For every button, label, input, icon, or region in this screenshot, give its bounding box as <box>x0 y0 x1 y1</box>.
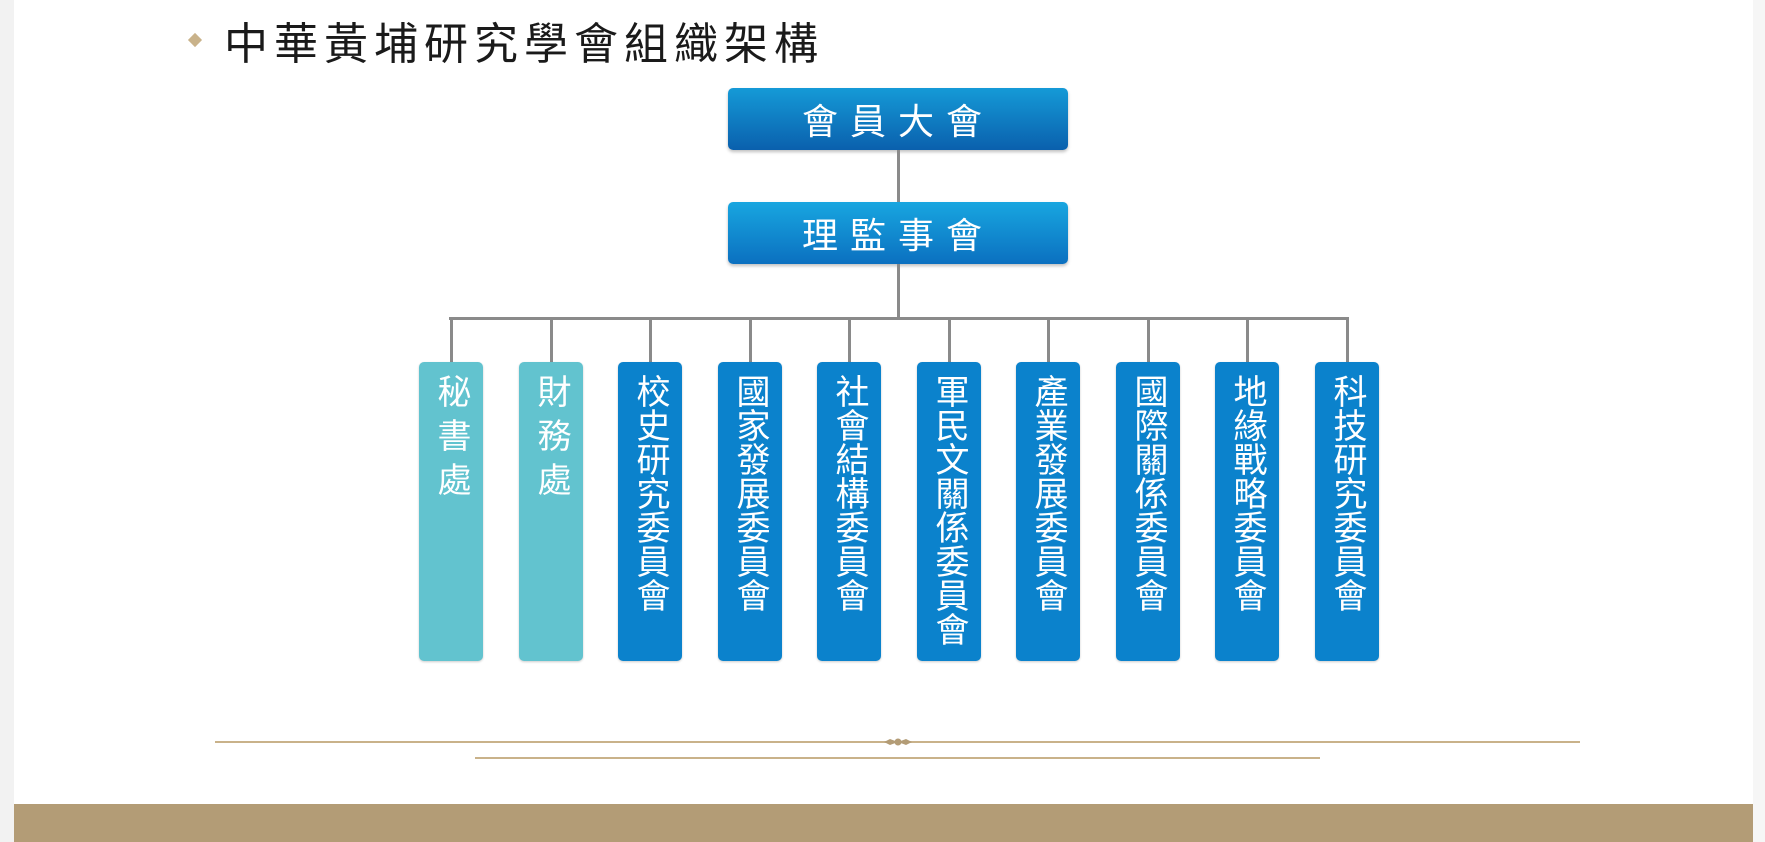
committee-box: 軍民文關係委員會 <box>917 362 981 661</box>
node-assembly-label: 會員大會 <box>801 102 994 143</box>
committee-box: 科技研究委員會 <box>1315 362 1379 661</box>
connector-assembly-board <box>897 150 900 202</box>
connector-drop <box>450 317 453 362</box>
left-margin-strip <box>0 0 14 842</box>
connector-drop <box>848 317 851 362</box>
divider-line-bottom <box>475 757 1320 759</box>
connector-drop <box>749 317 752 362</box>
department-label: 國家發展委員會 <box>730 374 770 612</box>
department-label: 國際關係委員會 <box>1128 374 1168 612</box>
department-label: 財務處 <box>531 374 571 506</box>
connector-drop <box>1147 317 1150 362</box>
department-label: 產業發展委員會 <box>1028 374 1068 612</box>
committee-box: 地緣戰略委員會 <box>1215 362 1279 661</box>
connector-drop <box>1246 317 1249 362</box>
diamond-bullet-icon <box>187 32 203 48</box>
connector-horizontal-bus <box>449 317 1347 320</box>
committee-box: 產業發展委員會 <box>1016 362 1080 661</box>
committee-box: 國際關係委員會 <box>1116 362 1180 661</box>
department-label: 地緣戰略委員會 <box>1227 374 1267 612</box>
title-area: 中華黃埔研究學會組織架構 <box>187 8 824 72</box>
node-assembly: 會員大會 <box>728 88 1068 150</box>
department-label: 校史研究委員會 <box>630 374 670 612</box>
node-board: 理監事會 <box>728 202 1068 264</box>
connector-drop <box>550 317 553 362</box>
right-margin-strip <box>1753 0 1765 842</box>
department-label: 軍民文關係委員會 <box>929 374 969 646</box>
connector-drop <box>1047 317 1050 362</box>
page-title: 中華黃埔研究學會組織架構 <box>224 19 824 70</box>
committee-box: 國家發展委員會 <box>718 362 782 661</box>
connector-board-bus <box>897 264 900 318</box>
office-box: 秘書處 <box>419 362 483 661</box>
connector-drop <box>649 317 652 362</box>
node-board-label: 理監事會 <box>801 216 994 257</box>
footer-band <box>14 804 1753 842</box>
connector-drop <box>948 317 951 362</box>
committee-box: 社會結構委員會 <box>817 362 881 661</box>
committee-box: 校史研究委員會 <box>618 362 682 661</box>
divider-ornament-icon <box>884 738 912 746</box>
connector-drop <box>1346 317 1349 362</box>
department-label: 科技研究委員會 <box>1327 374 1367 612</box>
department-label: 社會結構委員會 <box>829 374 869 612</box>
department-label: 秘書處 <box>431 374 471 506</box>
office-box: 財務處 <box>519 362 583 661</box>
